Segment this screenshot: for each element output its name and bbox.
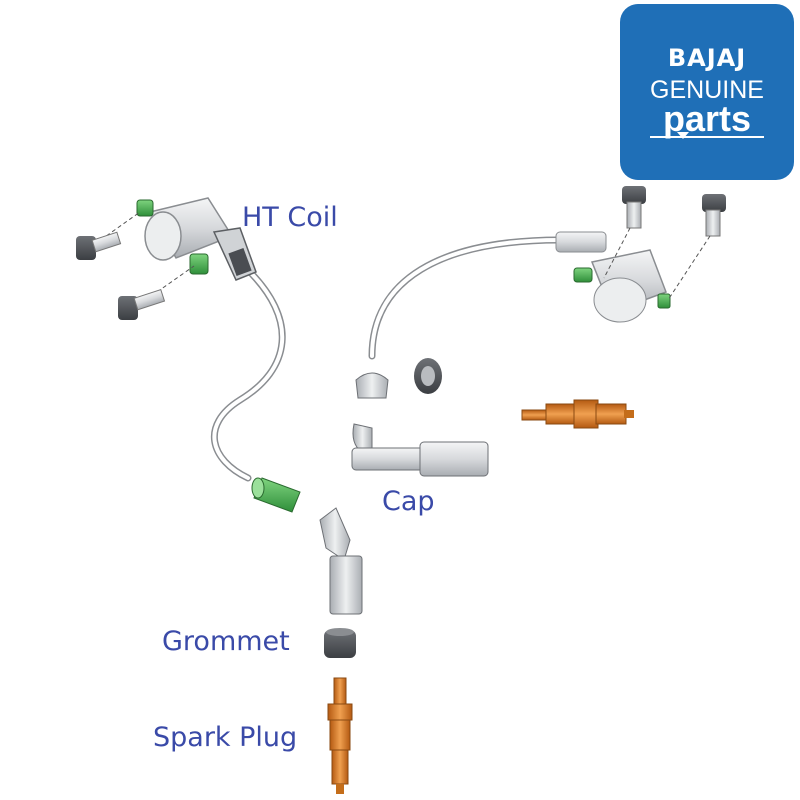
brand-tagline-genuine: GENUINE	[650, 76, 764, 104]
green-clip	[136, 199, 154, 217]
right-ht-coil-assembly	[351, 186, 726, 477]
green-clip	[573, 267, 593, 283]
brand-name: BAJAJ	[667, 44, 747, 72]
mounting-bolt	[76, 211, 141, 260]
label-grommet: Grommet	[162, 626, 290, 657]
ht-lead-wire-right	[368, 236, 564, 360]
left-ht-coil-assembly	[76, 197, 363, 794]
brand-underline	[650, 136, 764, 138]
brand-arrow-icon	[677, 132, 689, 139]
ht-coil-left	[136, 197, 257, 281]
spark-plug-cap-left	[319, 507, 363, 615]
brand-tagline-parts: parts	[662, 98, 752, 139]
grommet	[324, 628, 356, 658]
green-clip	[657, 293, 671, 309]
label-cap: Cap	[382, 486, 435, 517]
cap-boot	[355, 372, 389, 399]
label-ht-coil: HT Coil	[242, 202, 338, 233]
mounting-bolt	[603, 186, 646, 279]
green-boot	[251, 477, 301, 513]
ht-coil-right	[555, 231, 671, 323]
grommet-ring	[414, 358, 442, 394]
mounting-bolt	[667, 194, 726, 301]
spark-plug-cap-right	[351, 423, 489, 477]
spark-plug-vertical	[327, 677, 353, 794]
brand-logo-badge: BAJAJ GENUINE parts	[620, 4, 794, 180]
label-spark-plug: Spark Plug	[153, 722, 298, 753]
mounting-bolt	[118, 265, 195, 320]
green-clip	[189, 253, 209, 275]
spark-plug-horizontal	[521, 399, 634, 429]
